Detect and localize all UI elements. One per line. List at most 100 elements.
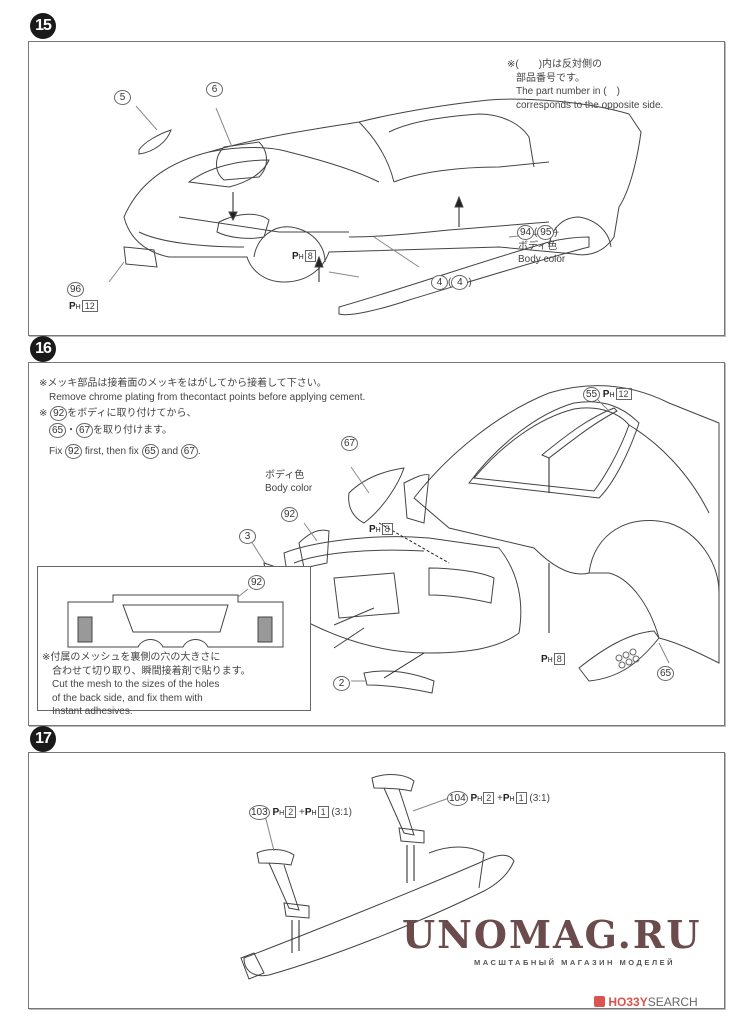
note-line: Cut the mesh to the sizes of the holes bbox=[52, 679, 220, 690]
part-number: 65 bbox=[49, 423, 66, 438]
note-line: ※( )内は反対側の bbox=[507, 59, 603, 70]
ph-number: 12 bbox=[615, 388, 632, 400]
part-label-92: 92 bbox=[281, 507, 298, 522]
note-line: of the back side, and fix them with bbox=[52, 692, 203, 704]
ph-sub: H bbox=[509, 796, 515, 803]
ph-number: 8 bbox=[304, 250, 316, 262]
part-number: 104 bbox=[447, 791, 468, 806]
plus-sign: + bbox=[299, 807, 305, 818]
ph-number: 2 bbox=[285, 806, 297, 818]
note-line: Fix 92 first, then fix 65 and 67. bbox=[39, 444, 201, 459]
part-number: 65 bbox=[657, 666, 674, 681]
ratio-label: (3:1) bbox=[529, 793, 550, 804]
watermark-title: UNOMAG.RU bbox=[402, 912, 702, 957]
part-number: 92 bbox=[50, 406, 68, 421]
body-color-en: Body color bbox=[265, 483, 313, 494]
part-label-6: 6 bbox=[206, 82, 223, 97]
part-number: 4 bbox=[451, 275, 469, 290]
ph-sub: H bbox=[298, 254, 304, 261]
part-number: 96 bbox=[67, 282, 84, 297]
step-16-note-chrome: ※メッキ部品は接着面のメッキをはがしてから接着して下さい。 Remove chr… bbox=[39, 377, 365, 404]
note-line: corresponds to the opposite side. bbox=[516, 99, 664, 111]
part-number: 4 bbox=[431, 275, 448, 290]
part-number: 92 bbox=[65, 444, 83, 459]
step-16-panel: ※メッキ部品は接着面のメッキをはがしてから接着して下さい。 Remove chr… bbox=[28, 362, 725, 726]
note-text: ・ bbox=[66, 425, 76, 436]
part-number: 67 bbox=[76, 423, 93, 438]
part-label-3: 3 bbox=[239, 529, 256, 544]
part-label-5: 5 bbox=[114, 90, 131, 105]
body-color-jp: ボディ色 bbox=[265, 470, 305, 481]
ph-number: 8 bbox=[553, 653, 565, 665]
note-line: The part number in ( ) bbox=[516, 86, 620, 97]
part-number: 55 bbox=[583, 387, 600, 402]
ph-letter: P bbox=[502, 793, 510, 804]
ph-sub: H bbox=[547, 657, 553, 664]
mesh-bumper-illustration bbox=[67, 588, 284, 648]
note-line: 合わせて切り取り、瞬間接着剤で貼ります。 bbox=[52, 665, 251, 677]
hobby-search-icon bbox=[594, 996, 605, 1007]
ph-letter: P bbox=[541, 654, 548, 665]
note-line: ※メッキ部品は接着面のメッキをはがしてから接着して下さい。 bbox=[39, 378, 327, 389]
ph-letter: P bbox=[470, 793, 478, 804]
ph-letter: P bbox=[292, 251, 299, 262]
ratio-label: (3:1) bbox=[331, 807, 352, 818]
mesh-note: ※付属のメッシュを裏側の穴の大きさに 合わせて切り取り、瞬間接着剤で貼ります。 … bbox=[42, 651, 251, 719]
note-text: first, then fix bbox=[82, 446, 142, 457]
body-color-jp: ボディ色 bbox=[518, 241, 558, 252]
watermark-subtitle: МАСШТАБНЫЙ МАГАЗИН МОДЕЛЕЙ bbox=[474, 958, 676, 967]
ph-number: 1 bbox=[317, 806, 329, 818]
note-text: Fix bbox=[49, 446, 66, 457]
part-label-96: 96 bbox=[67, 282, 84, 297]
part-number: 5 bbox=[114, 90, 131, 105]
ph-number: 8 bbox=[381, 523, 393, 535]
step-17-number: 17 bbox=[30, 726, 56, 752]
inset-part-label-92: 92 bbox=[248, 575, 265, 590]
part-number: 6 bbox=[206, 82, 223, 97]
step-15-panel: ※( )内は反対側の 部品番号です。 The part number in ( … bbox=[28, 41, 725, 336]
ph-letter: P bbox=[369, 524, 376, 535]
mesh-inset-box: 92 ※付属のメッシュを裏側の穴の大きさに 合わせて切り取り、瞬間接着剤で貼りま… bbox=[37, 566, 311, 717]
part-number: 67 bbox=[341, 436, 358, 451]
step-16-number: 16 bbox=[30, 336, 56, 362]
hobby-search-logo: HO33YSEARCH bbox=[594, 995, 698, 1009]
search-text: SEARCH bbox=[647, 995, 698, 1009]
part-label-67: 67 bbox=[341, 436, 358, 451]
note-line: Instant adhesives. bbox=[52, 706, 133, 717]
part-number: 92 bbox=[248, 575, 265, 590]
note-line: Remove chrome plating from thecontact po… bbox=[49, 391, 366, 403]
ph-sub: H bbox=[279, 810, 285, 817]
step-15-number: 15 bbox=[30, 13, 56, 39]
rear-wing-illustration bbox=[240, 774, 515, 980]
ph-number: 1 bbox=[515, 792, 527, 804]
ph-letter: P bbox=[272, 807, 280, 818]
ph-letter: P bbox=[602, 389, 610, 400]
note-text: を取り付けます。 bbox=[93, 425, 172, 436]
note-text: ※ bbox=[39, 408, 51, 419]
car-front-illustration bbox=[108, 98, 642, 316]
part-number: 92 bbox=[281, 507, 298, 522]
note-line: 部品番号です。 bbox=[516, 72, 585, 84]
ph-letter: P bbox=[69, 301, 76, 312]
ph-sub: H bbox=[609, 392, 615, 399]
part-label-4: 4(4) bbox=[431, 275, 472, 290]
part-number: 95 bbox=[537, 225, 555, 240]
ph-number: 12 bbox=[81, 300, 98, 312]
part-label-94-95: 94(95) bbox=[517, 225, 558, 240]
note-line: ※付属のメッシュを裏側の穴の大きさに bbox=[42, 652, 221, 663]
part-number: 2 bbox=[333, 676, 350, 691]
part-label-2: 2 bbox=[333, 676, 350, 691]
hobby-text: HO33Y bbox=[608, 995, 648, 1009]
note-text: . bbox=[197, 446, 201, 457]
plus-sign: + bbox=[497, 793, 503, 804]
part-number: 94 bbox=[517, 225, 534, 240]
